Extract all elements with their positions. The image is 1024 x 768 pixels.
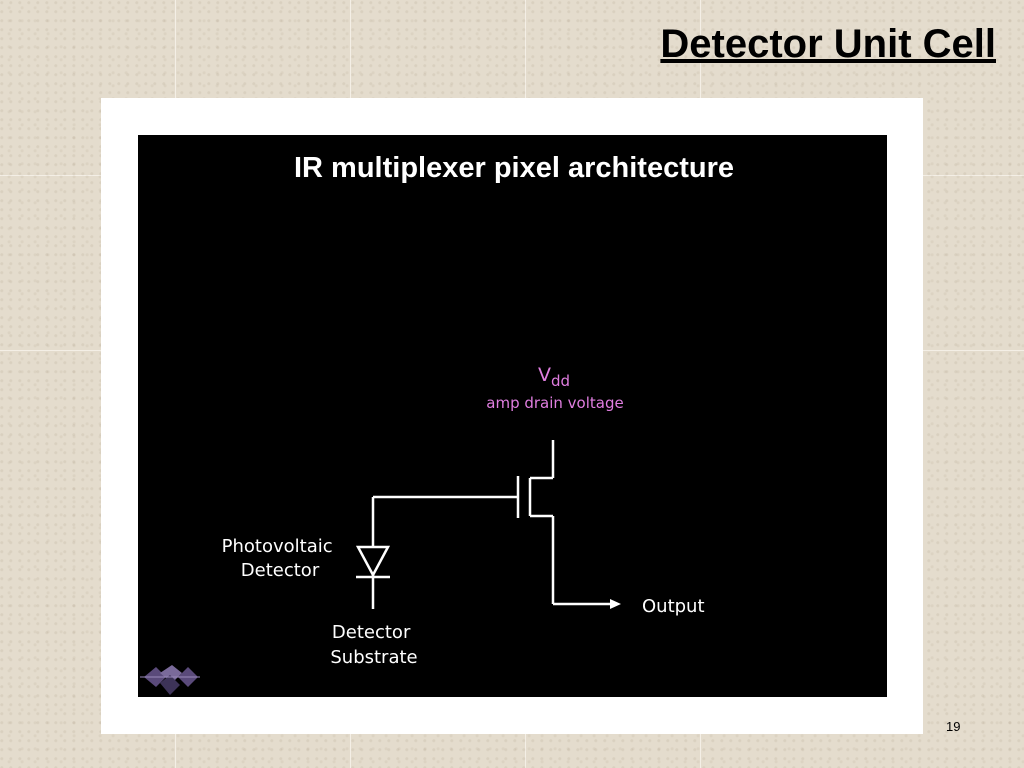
detector-substrate-label: Detector Substrate xyxy=(330,622,417,668)
transistor-symbol xyxy=(516,440,555,604)
output-arrow-icon xyxy=(610,599,621,609)
diagram-heading: IR multiplexer pixel architecture xyxy=(294,152,734,184)
photovoltaic-detector-label: Photovoltaic Detector xyxy=(222,536,339,581)
photovoltaic-diode-symbol xyxy=(355,545,391,609)
gate-wire xyxy=(371,495,518,547)
page-number: 19 xyxy=(946,719,961,734)
pixel-circuit-diagram: IR multiplexer pixel architecture Vdd am… xyxy=(140,152,734,695)
slide-title: Detector Unit Cell xyxy=(660,22,996,66)
teledyne-star-logo-icon xyxy=(140,665,200,695)
vdd-label: Vdd xyxy=(538,364,570,390)
vdd-caption: amp drain voltage xyxy=(486,394,623,412)
diagram-panel: IR multiplexer pixel architecture Vdd am… xyxy=(138,135,887,697)
output-label: Output xyxy=(642,596,705,617)
